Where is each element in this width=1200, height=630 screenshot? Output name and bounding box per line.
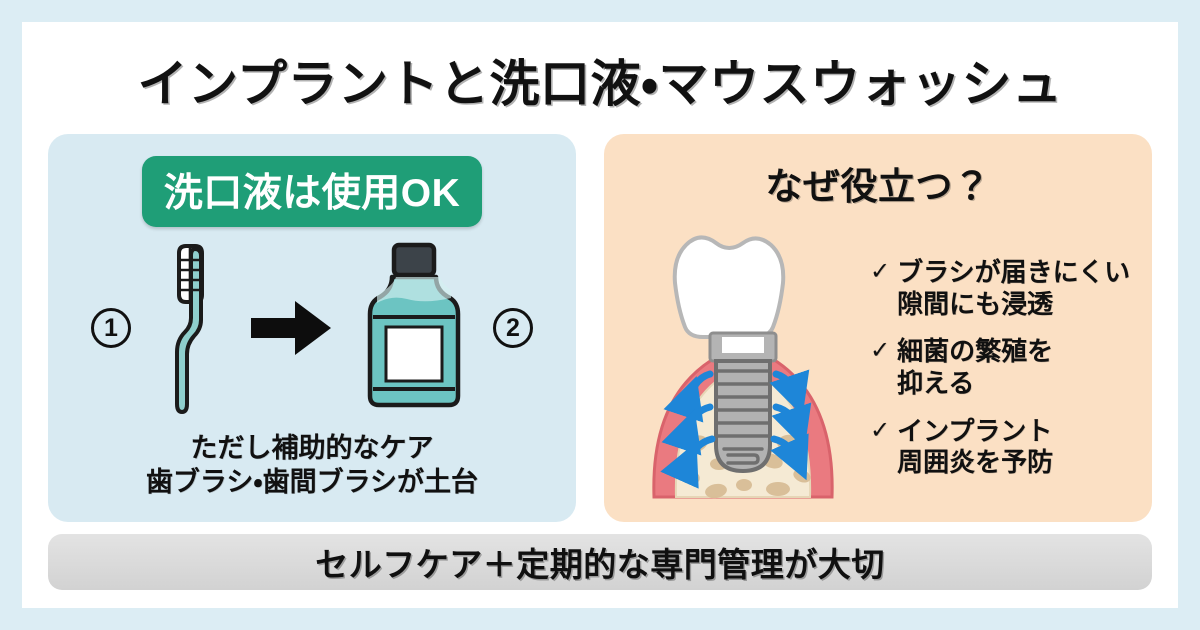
- care-flow: 1: [48, 239, 576, 417]
- check-icon: ✓: [870, 416, 891, 444]
- list-item-label: 細菌の繁殖を 抑える: [897, 336, 1054, 398]
- panels-row: 洗口液は使用OK 1: [48, 134, 1152, 522]
- page-title: インプラントと洗口液・マウスウォッシュ: [137, 56, 1063, 112]
- right-arrow-icon: [251, 301, 331, 355]
- mouthwash-bottle-icon: [367, 242, 461, 408]
- footer-text: セルフケア＋定期的な専門管理が大切: [315, 546, 885, 583]
- step-1-number: 1: [91, 308, 131, 348]
- footer-bar: セルフケア＋定期的な専門管理が大切: [48, 534, 1152, 590]
- list-item: ✓ インプラント 周囲炎を予防: [870, 416, 1138, 479]
- left-panel-note: ただし補助的なケア 歯ブラシ・歯間ブラシが土台: [48, 431, 576, 500]
- list-item-label: ブラシが届きにくい 隙間にも浸透: [897, 256, 1131, 319]
- right-panel-body: ✓ ブラシが届きにくい 隙間にも浸透 ✓ 細菌の繁殖を 抑える ✓ インプラント…: [624, 222, 1138, 508]
- right-panel-heading: なぜ役立つ？: [765, 166, 991, 207]
- left-panel: 洗口液は使用OK 1: [48, 134, 576, 522]
- list-item: ✓ 細菌の繁殖を 抑える: [870, 336, 1138, 399]
- list-item-label: インプラント 周囲炎を予防: [897, 415, 1054, 478]
- right-panel: なぜ役立つ？: [604, 134, 1152, 522]
- benefits-list: ✓ ブラシが届きにくい 隙間にも浸透 ✓ 細菌の繁殖を 抑える ✓ インプラント…: [870, 251, 1138, 479]
- check-icon: ✓: [870, 337, 891, 365]
- left-note-line-2: 歯ブラシ・歯間ブラシが土台: [145, 467, 479, 498]
- status-badge: 洗口液は使用OK: [141, 156, 483, 227]
- badge-container: 洗口液は使用OK: [48, 156, 576, 227]
- list-item: ✓ ブラシが届きにくい 隙間にも浸透: [870, 257, 1138, 320]
- step-2-number: 2: [493, 308, 533, 348]
- left-note-line-1: ただし補助的なケア: [190, 432, 434, 463]
- poster-card: インプラントと洗口液・マウスウォッシュ 洗口液は使用OK 1: [22, 22, 1178, 608]
- check-icon: ✓: [870, 257, 891, 285]
- toothbrush-icon: [175, 244, 204, 414]
- dental-implant-diagram: [652, 235, 834, 499]
